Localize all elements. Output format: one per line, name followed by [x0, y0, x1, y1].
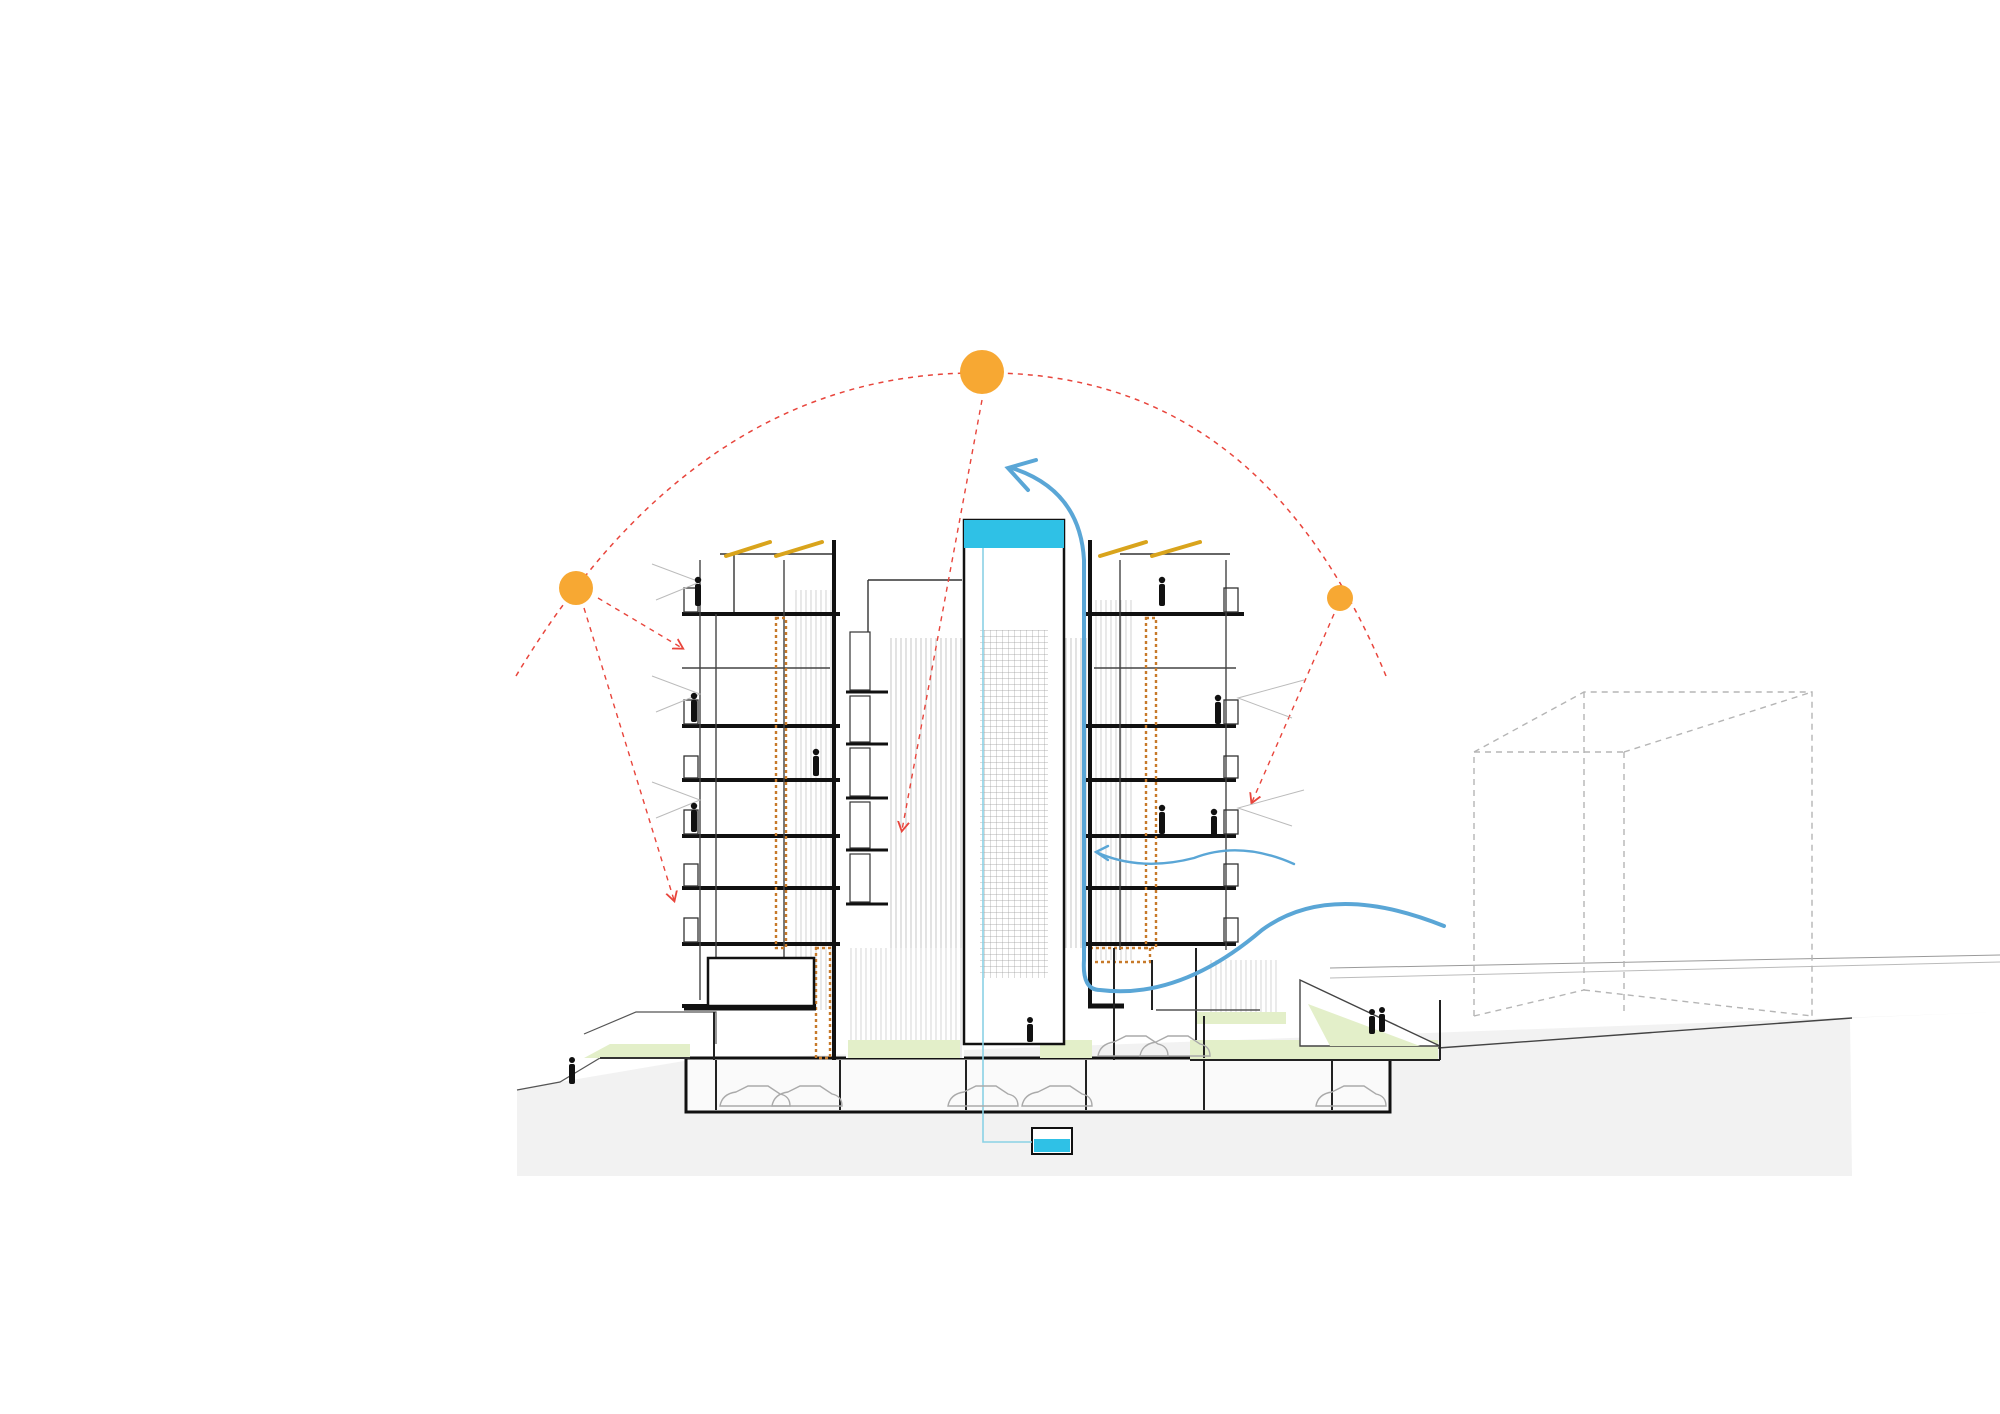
- sun-icon: [960, 350, 1004, 394]
- sun-icon: [559, 571, 593, 605]
- sun-path-arc: [515, 372, 1387, 677]
- sun-rays: [583, 399, 1335, 900]
- neighbor-building-outline: [1473, 691, 1813, 1017]
- car-silhouette: [719, 1035, 1387, 1107]
- basement-parking: [684, 1056, 1392, 1114]
- left-landscape: [583, 1011, 717, 1059]
- neighbor-ground-line: [1437, 1017, 1853, 1049]
- basement-columns: [715, 1060, 1333, 1110]
- person-silhouette: [569, 576, 1385, 1084]
- solar-panel: [1098, 540, 1202, 558]
- solar-panel: [724, 540, 824, 558]
- central-atrium: [846, 579, 1132, 1058]
- far-ground-line: [1329, 954, 2000, 969]
- airflow-arrow: [1004, 458, 1446, 994]
- left-wing: [682, 540, 840, 1060]
- sun-icon: [1327, 585, 1353, 611]
- right-wing: [1082, 540, 1280, 1060]
- central-shaft: [962, 518, 1066, 1143]
